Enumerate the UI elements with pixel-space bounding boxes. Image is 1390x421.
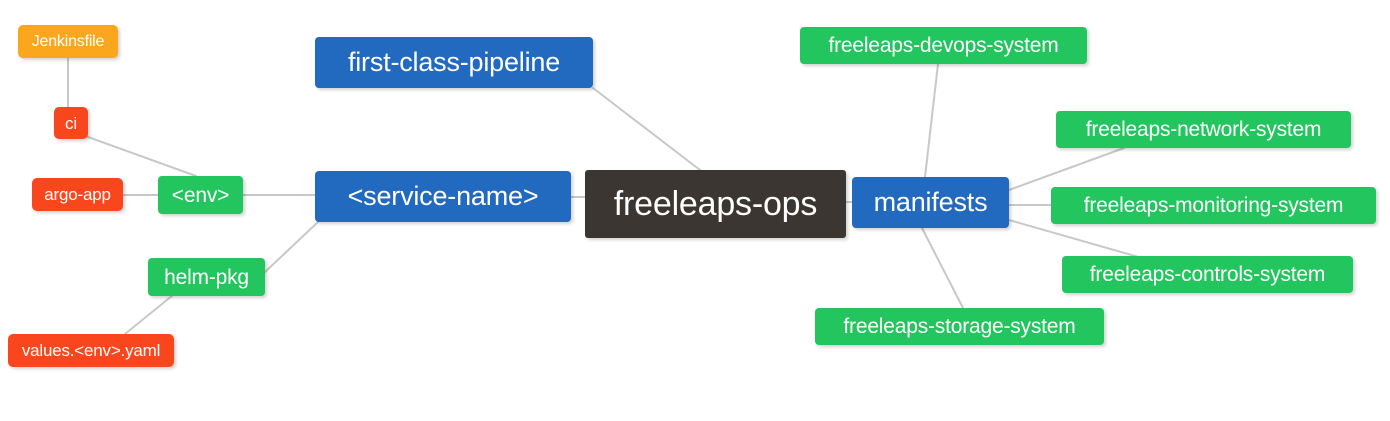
edge-freeleaps-ops-to-first-class-pipeline: [592, 87, 701, 171]
edge-helm-pkg-to-values-env-yaml: [124, 294, 174, 335]
node-label: freeleaps-network-system: [1085, 118, 1322, 141]
node-label: freeleaps-devops-system: [828, 34, 1059, 57]
node-label: values.<env>.yaml: [21, 341, 161, 360]
node-freeleaps-devops-system[interactable]: freeleaps-devops-system: [800, 27, 1087, 64]
node-label: first-class-pipeline: [347, 47, 561, 77]
node-label: Jenkinsfile: [31, 32, 105, 50]
node-argo-app[interactable]: argo-app: [32, 178, 123, 211]
node-freeleaps-storage-system[interactable]: freeleaps-storage-system: [815, 308, 1104, 345]
node-label: freeleaps-controls-system: [1089, 263, 1326, 286]
node-ci[interactable]: ci: [54, 107, 88, 139]
node-label: helm-pkg: [164, 265, 249, 289]
node-values-env-yaml[interactable]: values.<env>.yaml: [8, 334, 174, 367]
edge-manifests-to-freeleaps-devops-system: [924, 63, 939, 178]
node-manifests[interactable]: manifests: [852, 177, 1009, 228]
edge-manifests-to-freeleaps-storage-system: [921, 227, 964, 309]
node-freeleaps-network-system[interactable]: freeleaps-network-system: [1056, 111, 1351, 148]
node-service-name[interactable]: <service-name>: [315, 171, 571, 222]
node-label: freeleaps-monitoring-system: [1083, 194, 1344, 217]
node-label: manifests: [873, 187, 988, 217]
node-first-class-pipeline[interactable]: first-class-pipeline: [315, 37, 593, 88]
node-jenkinsfile[interactable]: Jenkinsfile: [18, 25, 118, 58]
node-env[interactable]: <env>: [158, 176, 243, 214]
edge-manifests-to-freeleaps-network-system: [1008, 147, 1125, 191]
node-label: freeleaps-ops: [613, 185, 818, 223]
node-label: <service-name>: [347, 181, 539, 211]
node-label: ci: [65, 113, 77, 133]
node-label: freeleaps-storage-system: [843, 315, 1076, 338]
node-helm-pkg[interactable]: helm-pkg: [148, 258, 265, 296]
edge-env-to-ci: [87, 136, 197, 177]
node-freeleaps-controls-system[interactable]: freeleaps-controls-system: [1062, 256, 1353, 293]
node-freeleaps-monitoring-system[interactable]: freeleaps-monitoring-system: [1051, 187, 1376, 224]
edge-manifests-to-freeleaps-controls-system: [1008, 219, 1143, 259]
node-freeleaps-ops[interactable]: freeleaps-ops: [585, 170, 846, 238]
node-label: <env>: [171, 183, 230, 207]
edge-service-name-to-helm-pkg: [264, 221, 319, 273]
node-label: argo-app: [44, 185, 111, 204]
